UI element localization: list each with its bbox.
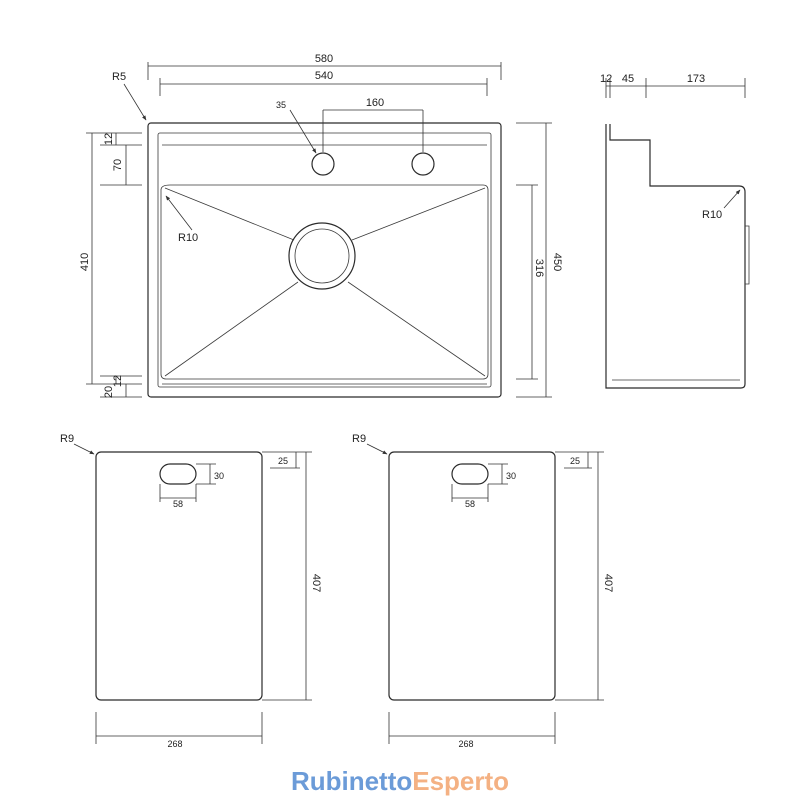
board-right-height: 407	[602, 574, 614, 592]
dim-inner-width: 540	[315, 70, 333, 82]
drain-line-tl	[164, 187, 295, 241]
drain-line-tr	[351, 187, 486, 241]
dim-profile-step: 45	[622, 73, 634, 85]
sink-side-profile: 12 45 173 R10	[600, 73, 750, 389]
drain-inner-ring	[294, 228, 350, 284]
drain-line-bl	[164, 281, 299, 377]
dim-total-depth: 410	[79, 253, 91, 271]
dim-tap-spacing: 160	[366, 97, 384, 109]
board-right-handle-offset: 25	[570, 456, 580, 466]
board-left-height: 407	[310, 574, 322, 592]
sink-outer-outline	[147, 122, 502, 398]
board-right-handle-height: 30	[506, 471, 516, 481]
label-bowl-r10: R10	[178, 232, 198, 244]
board-right-handle-width: 58	[465, 499, 475, 509]
tap-hole-left	[311, 152, 335, 176]
board-right-outline	[388, 451, 556, 701]
label-corner-r5: R5	[112, 71, 126, 83]
cutting-board-left: R9 30 58 25 407 268	[60, 433, 322, 749]
profile-outline	[605, 124, 746, 389]
board-right-handle-slot	[451, 463, 489, 485]
brand-logo-part2: Esperto	[412, 766, 509, 796]
dim-overall-width: 580	[315, 53, 333, 65]
dim-flange-top: 12	[103, 133, 115, 145]
dim-deck-depth: 70	[112, 159, 124, 171]
sink-bowl-outline	[160, 184, 489, 380]
sink-top-view: 580 540 R5 160 35 R10 12 70 410 1	[79, 53, 563, 398]
brand-logo-part1: Rubinetto	[291, 766, 412, 796]
board-left-radius: R9	[60, 433, 74, 445]
sink-deck-outline	[157, 132, 492, 388]
dim-tap-diameter: 35	[276, 100, 286, 110]
dim-bottom-b: 20	[103, 386, 115, 398]
board-left-handle-width: 58	[173, 499, 183, 509]
board-right-width: 268	[458, 739, 473, 749]
dim-overall-length: 450	[551, 253, 563, 271]
dim-profile-depth: 173	[687, 73, 705, 85]
brand-logo: RubinettoEsperto	[291, 766, 509, 796]
profile-drain-tab	[745, 225, 750, 285]
board-left-width: 268	[167, 739, 182, 749]
board-left-outline	[95, 451, 263, 701]
drain-outer-ring	[288, 222, 356, 290]
board-left-handle-height: 30	[214, 471, 224, 481]
cutting-board-right: R9 30 58 25 407 268	[352, 433, 614, 749]
board-right-radius: R9	[352, 433, 366, 445]
drain-line-br	[347, 281, 486, 377]
board-left-handle-slot	[159, 463, 197, 485]
dim-bottom-a: 12	[112, 375, 124, 387]
tap-hole-right	[411, 152, 435, 176]
board-left-handle-offset: 25	[278, 456, 288, 466]
dim-profile-rim: 12	[600, 73, 612, 85]
label-profile-r10: R10	[702, 209, 722, 221]
dim-bowl-length: 316	[533, 259, 545, 277]
